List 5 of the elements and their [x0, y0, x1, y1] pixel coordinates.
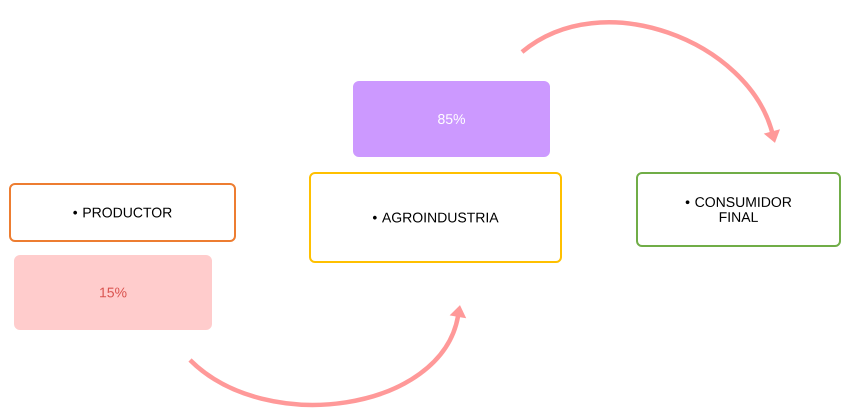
process-box: • CONSUMIDOR FINAL	[636, 172, 841, 247]
percentage-box: 85%	[353, 81, 550, 157]
percentage-box: 15%	[14, 255, 212, 330]
process-box: • AGROINDUSTRIA	[309, 172, 562, 263]
process-box: • PRODUCTOR	[9, 183, 236, 242]
